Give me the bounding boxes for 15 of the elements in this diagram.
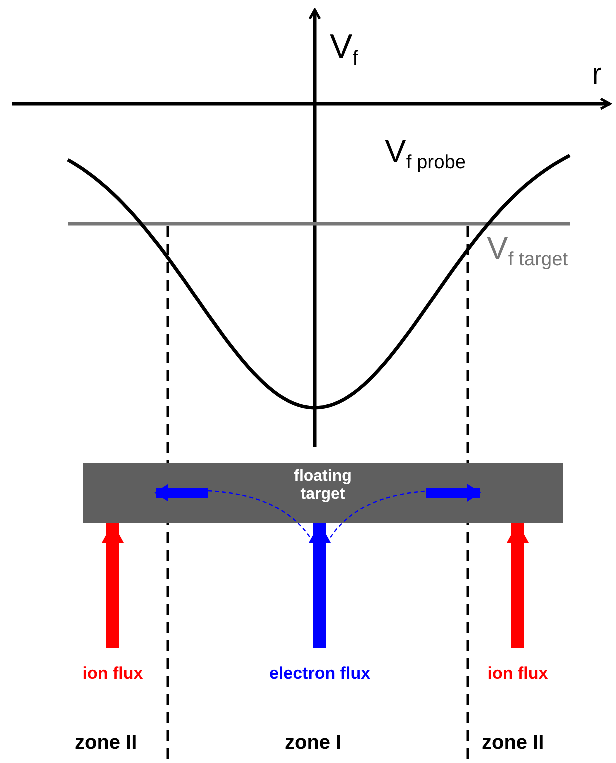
flux-arrow bbox=[310, 523, 330, 648]
zone-label: zone II bbox=[75, 733, 138, 753]
curve-label: V$_{f probe}$ bbox=[385, 135, 466, 173]
axis-label: r bbox=[592, 60, 602, 90]
target-label: floating target bbox=[293, 468, 353, 504]
flux-label: ion flux bbox=[478, 652, 558, 696]
target-plate bbox=[83, 463, 563, 523]
flux-label: electron flux bbox=[265, 652, 375, 696]
zone-label: zone I bbox=[285, 733, 342, 753]
axis-label: V$_{f}$ bbox=[330, 30, 358, 70]
line-label: V$_{f target}$ bbox=[487, 232, 568, 270]
flux-arrow bbox=[103, 523, 123, 648]
zone-label: zone II bbox=[482, 733, 544, 753]
flux-label: ion flux bbox=[73, 652, 153, 696]
flux-arrow bbox=[508, 523, 528, 648]
